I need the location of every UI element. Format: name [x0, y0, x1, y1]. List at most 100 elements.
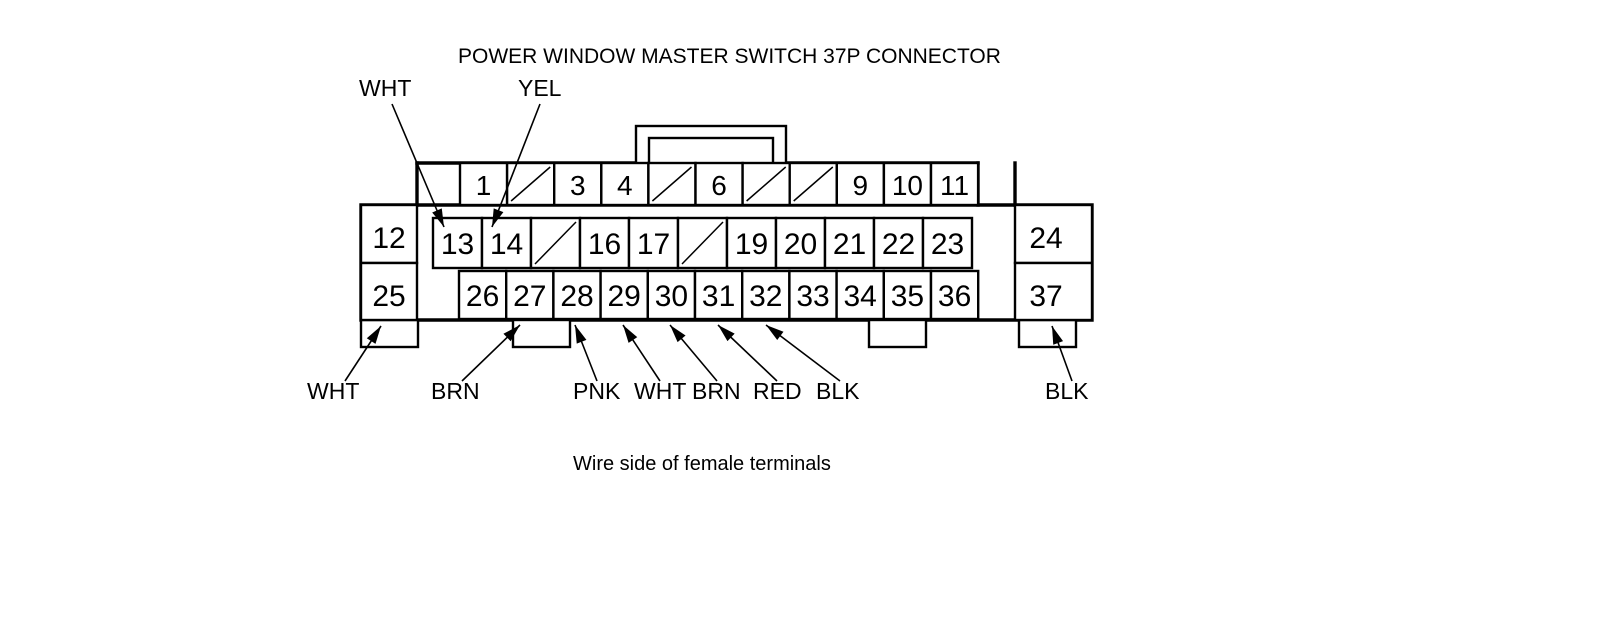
top-blank-1	[505, 161, 556, 207]
bottom-mounting-tabs	[359, 318, 1078, 349]
pin-cell-14: 14	[480, 216, 533, 270]
wire-PNK-28-arrowhead	[575, 325, 587, 344]
pin-label-25: 25	[372, 280, 405, 313]
unused-cavity-slash	[793, 166, 834, 202]
pin-cell-29: 29	[599, 269, 649, 321]
pin-cell-10: 10	[882, 161, 933, 207]
wire-WHT-13-leader-line	[391, 103, 445, 228]
wire-RED-31-arrowhead	[718, 325, 735, 342]
pin-cell-4: 4	[600, 161, 650, 207]
pin-label-29: 29	[608, 280, 641, 313]
pin-label-1: 1	[476, 170, 492, 201]
pin-label-6: 6	[711, 170, 727, 201]
pin-cell-35: 35	[882, 269, 933, 321]
wire-BLK-32-arrowhead	[766, 325, 784, 341]
pin-label-31: 31	[702, 280, 735, 313]
pin-label-28: 28	[560, 280, 593, 313]
pin-cell-1: 1	[458, 161, 509, 207]
pin-cell-11: 11	[929, 161, 980, 207]
wire-label-wht-pin-13: WHT	[359, 75, 411, 101]
pin-cell-3: 3	[553, 161, 603, 207]
pin-cell-37-group: 37	[1013, 261, 1094, 322]
latch-tab	[634, 124, 788, 166]
diagram-caption: Wire side of female terminals	[573, 453, 831, 475]
diagram-title: POWER WINDOW MASTER SWITCH 37P CONNECTOR	[458, 45, 1001, 68]
pin-cell-9: 9	[835, 161, 886, 207]
pin-cell-24-group: 24	[1013, 203, 1094, 265]
wire-label-brn-pin-30: BRN	[692, 378, 741, 404]
pin-cell-27: 27	[505, 269, 555, 321]
pin-label-16: 16	[588, 228, 621, 261]
pin-cell-30: 30	[646, 269, 697, 321]
unused-cavity-slash	[746, 166, 787, 202]
pin-label-34: 34	[844, 280, 877, 313]
pin-label-19: 19	[735, 228, 768, 261]
pin-label-22: 22	[882, 228, 915, 261]
pin-label-36: 36	[938, 280, 971, 313]
pin-label-24: 24	[1029, 222, 1062, 255]
pin-label-26: 26	[466, 280, 499, 313]
mounting-tab-2	[511, 318, 572, 349]
wire-BRN-27-arrowhead	[503, 325, 520, 342]
wire-WHT-29-arrowhead	[623, 325, 638, 343]
pin-label-35: 35	[891, 280, 924, 313]
wire-label-blk-pin-37: BLK	[1045, 378, 1089, 404]
top-blank-4	[647, 161, 697, 207]
pin-cell-25-group: 25	[359, 261, 419, 322]
pin-cell-28: 28	[552, 269, 602, 321]
pin-label-11: 11	[940, 170, 969, 201]
pin-cell-21: 21	[823, 216, 876, 270]
pin-label-27: 27	[513, 280, 546, 313]
wire-label-pnk-pin-28: PNK	[573, 378, 621, 404]
pin-cell-16: 16	[578, 216, 631, 270]
pin-label-13: 13	[441, 228, 474, 261]
wire-BLK-37-arrowhead	[1052, 326, 1064, 345]
pin-cell-22: 22	[872, 216, 925, 270]
pin-label-17: 17	[637, 228, 670, 261]
wire-WHT-25-arrowhead	[366, 326, 381, 344]
wire-label-blk-pin-32: BLK	[816, 378, 860, 404]
pin-label-9: 9	[853, 170, 869, 201]
mounting-tab-3	[867, 318, 928, 349]
pin-cell-33: 33	[788, 269, 838, 321]
unused-cavity-slash	[681, 221, 724, 265]
wire-BRN-30-arrowhead	[670, 325, 686, 343]
unused-cavity-slash	[651, 166, 692, 202]
wire-YEL-14-leader-line	[491, 103, 541, 228]
pin-label-20: 20	[784, 228, 817, 261]
wire-label-brn-pin-27: BRN	[431, 378, 480, 404]
pin-label-14: 14	[490, 228, 523, 261]
pin-cell-12-group: 12	[359, 203, 419, 265]
pin-label-33: 33	[796, 280, 829, 313]
pin-row-middle: 13 14 16 17 19 20 21 22 23	[431, 216, 974, 270]
pin-label-30: 30	[655, 280, 688, 313]
pin-cell-34: 34	[835, 269, 885, 321]
middle-blank-2	[529, 216, 582, 270]
wire-YEL-14-arrowhead	[492, 208, 504, 227]
pin-label-37: 37	[1029, 280, 1062, 313]
wire-label-wht-pin-29: WHT	[634, 378, 686, 404]
pin-cell-36: 36	[929, 269, 980, 321]
pin-cell-26: 26	[457, 269, 508, 321]
pin-label-23: 23	[931, 228, 964, 261]
pin-label-4: 4	[617, 170, 633, 201]
top-blank-6	[741, 161, 791, 207]
wire-label-wht-pin-25: WHT	[307, 378, 359, 404]
middle-blank-5	[676, 216, 729, 270]
wire-label-yel-pin-14: YEL	[518, 75, 562, 101]
pin-cell-32: 32	[741, 269, 791, 321]
wire-label-red-pin-31: RED	[753, 378, 802, 404]
pin-label-21: 21	[833, 228, 866, 261]
unused-cavity-slash	[534, 221, 577, 265]
pin-label-12: 12	[372, 222, 405, 255]
pin-label-3: 3	[570, 170, 586, 201]
pin-label-10: 10	[892, 170, 923, 201]
wire-WHT-13-arrowhead	[432, 208, 444, 227]
mounting-tab-4	[1017, 318, 1078, 349]
pin-cell-31: 31	[693, 269, 744, 321]
